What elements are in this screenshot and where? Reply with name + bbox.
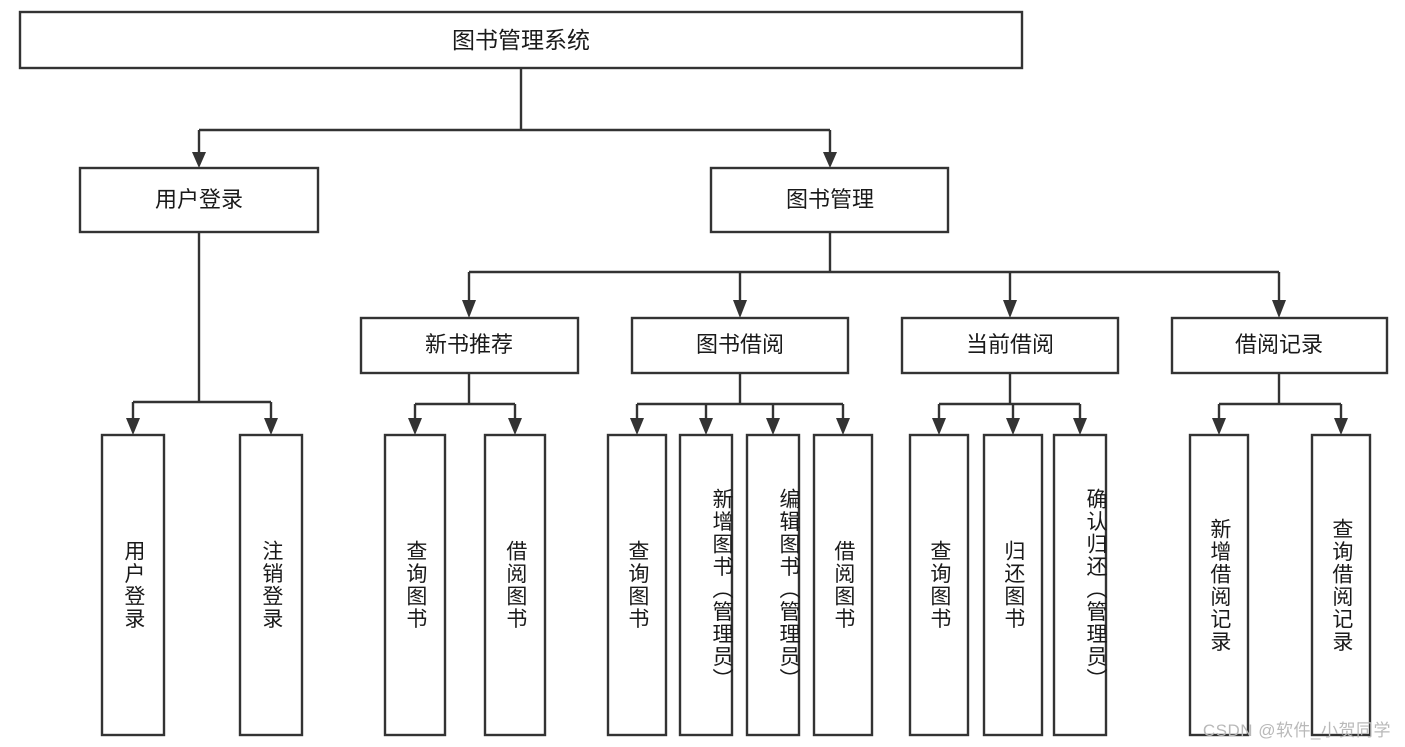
arrow-to-leaf-edit-book [766,418,780,435]
node-book-borrow[interactable]: 图书借阅 [630,316,850,375]
leaf-add-record-box[interactable] [1188,433,1250,737]
arrow-to-leaf-query-book-2 [630,418,644,435]
arrow-to-leaf-logout-login [264,418,278,435]
arrow-to-leaf-user-login [126,418,140,435]
connector-group-book-manage-to-level3 [462,232,1286,318]
current-borrow-label: 当前借阅 [966,332,1054,357]
leaf-query-book-1-box[interactable] [383,433,447,737]
leaf-edit-book-box[interactable] [745,433,801,737]
leaf-add-book-box[interactable] [678,433,734,737]
root-label: 图书管理系统 [452,27,590,53]
book-borrow-label: 图书借阅 [696,332,784,357]
user-login-box[interactable] [78,166,320,234]
leaf-query-book-3-box[interactable] [908,433,970,737]
connector-group-current-borrow-to-leaves [932,373,1087,435]
arrow-to-leaf-query-record [1334,418,1348,435]
leaf-return-book-box[interactable] [982,433,1044,737]
arrow-to-current-borrow [1003,300,1017,318]
new-book-rec-label: 新书推荐 [425,332,513,357]
arrow-to-borrow-record [1272,300,1286,318]
current-borrow-box[interactable] [900,316,1120,375]
connector-group-root-to-level2 [192,68,837,168]
connector-group-borrow-record-to-leaves [1212,373,1348,435]
arrow-to-leaf-query-book-1 [408,418,422,435]
arrow-to-book-manage [823,152,837,168]
leaf-boxes [100,433,1372,737]
leaf-borrow-book-2-box[interactable] [812,433,874,737]
node-new-book-rec[interactable]: 新书推荐 [359,316,580,375]
arrow-to-new-book-rec [462,300,476,318]
leaf-borrow-book-1-box[interactable] [483,433,547,737]
node-root[interactable]: 图书管理系统 [18,10,1024,70]
arrow-to-leaf-borrow-book-2 [836,418,850,435]
node-user-login[interactable]: 用户登录 [78,166,320,234]
arrow-to-leaf-return-book [1006,418,1020,435]
book-manage-label: 图书管理 [786,187,874,212]
arrow-to-leaf-confirm-return [1073,418,1087,435]
arrow-to-book-borrow [733,300,747,318]
arrow-to-user-login [192,152,206,168]
borrow-record-box[interactable] [1170,316,1389,375]
new-book-rec-box[interactable] [359,316,580,375]
root-box[interactable] [18,10,1024,70]
user-login-label: 用户登录 [155,187,243,212]
connector-group-user-login-to-leaves [126,232,278,435]
connector-group-new-book-rec-to-leaves [408,373,522,435]
node-current-borrow[interactable]: 当前借阅 [900,316,1120,375]
leaf-query-record-box[interactable] [1310,433,1372,737]
book-manage-box[interactable] [709,166,950,234]
leaf-logout-login-box[interactable] [238,433,304,737]
book-borrow-box[interactable] [630,316,850,375]
arrow-to-leaf-borrow-book-1 [508,418,522,435]
leaf-user-login-box[interactable] [100,433,166,737]
connector-group-book-borrow-to-leaves [630,373,850,435]
leaf-query-book-2-box[interactable] [606,433,668,737]
node-borrow-record[interactable]: 借阅记录 [1170,316,1389,375]
arrow-to-leaf-add-record [1212,418,1226,435]
borrow-record-label: 借阅记录 [1235,332,1323,357]
arrow-to-leaf-add-book [699,418,713,435]
arrow-to-leaf-query-book-3 [932,418,946,435]
node-book-manage[interactable]: 图书管理 [709,166,950,234]
leaf-confirm-return-box[interactable] [1052,433,1108,737]
